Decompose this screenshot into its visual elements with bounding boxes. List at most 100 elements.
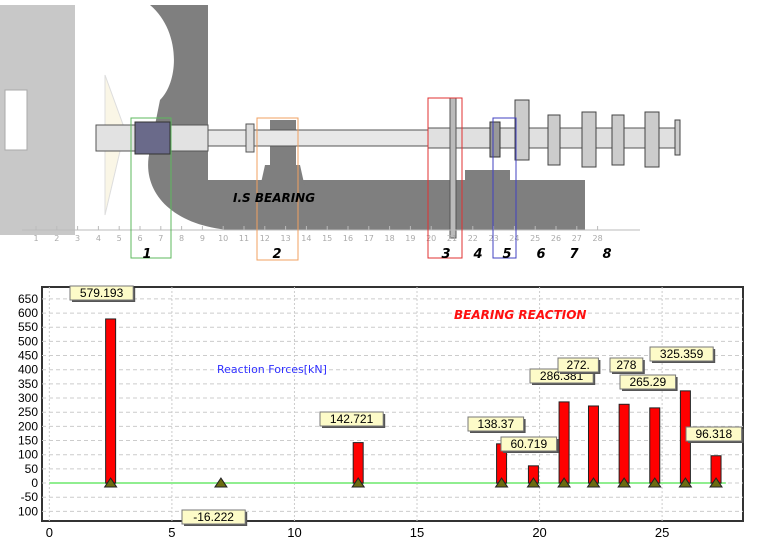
- crank-webs: [514, 99, 681, 168]
- data-label-text: 272.: [567, 358, 590, 372]
- ruler-tick-label: 10: [218, 234, 228, 243]
- ruler-tick-label: 21: [447, 234, 457, 243]
- support-marker: [647, 477, 662, 488]
- y-tick-label: 600: [18, 306, 38, 320]
- stern-tube-bearing: [134, 121, 171, 155]
- ruler-tick-label: 17: [364, 234, 374, 243]
- data-label-text: 96.318: [695, 427, 732, 441]
- plot-area: [41, 286, 744, 522]
- thrust-block: [465, 170, 510, 182]
- bearing-number-1: 1: [142, 247, 151, 262]
- ruler-tick-label: 7: [158, 234, 163, 243]
- y-tick-label: 400: [18, 363, 38, 377]
- ruler-tick-label: 14: [301, 234, 311, 243]
- ruler-tick-label: 12: [260, 234, 270, 243]
- ruler-tick-label: 3: [75, 234, 80, 243]
- coupling-flange: [245, 123, 255, 153]
- ruler-tick-label: 8: [179, 234, 184, 243]
- x-tick-label: 0: [46, 525, 53, 539]
- data-label-text: 278: [616, 358, 636, 372]
- bearing-reaction-chart: 650600550500450400350300250200150100500-…: [18, 285, 744, 539]
- bearing-box-5[interactable]: [492, 117, 517, 259]
- y-tick-label: 350: [18, 377, 38, 391]
- ruler-tick-label: 11: [239, 234, 249, 243]
- ruler-tick-label: 19: [405, 234, 415, 243]
- support-marker: [709, 477, 723, 488]
- ruler-tick-label: 16: [343, 234, 353, 243]
- ruler-tick-label: 2: [54, 234, 59, 243]
- y-tick-label: 200: [18, 419, 38, 433]
- bearing-box-3[interactable]: [427, 97, 463, 259]
- bearing-number-8: 8: [602, 247, 611, 262]
- y-tick-label: 150: [18, 434, 38, 448]
- ruler-tick-label: 15: [322, 234, 332, 243]
- support-marker: [557, 477, 572, 488]
- bearing-number-6: 6: [536, 247, 545, 262]
- x-tick-label: 5: [168, 525, 175, 539]
- data-label-text: 325.359: [660, 347, 704, 361]
- support-marker: [213, 477, 228, 488]
- ruler-tick-label: 23: [489, 234, 499, 243]
- bearing-box-1[interactable]: [130, 117, 172, 259]
- ruler-tick-label: 27: [572, 234, 582, 243]
- y-tick-label: 450: [18, 349, 38, 363]
- data-label: -16.222: [181, 509, 248, 526]
- data-label-text: 265.29: [629, 375, 666, 389]
- support-marker: [103, 477, 118, 488]
- y-tick-label: 250: [18, 405, 38, 419]
- y-tick-label: 650: [18, 292, 38, 306]
- data-label-text: -16.222: [193, 510, 234, 524]
- data-label: 96.318: [685, 426, 744, 443]
- y-tick-label: 100: [18, 448, 38, 462]
- bar: [352, 442, 364, 484]
- y-tick-label: 0: [31, 476, 38, 490]
- ruler-tick-label: 9: [200, 234, 205, 243]
- y-tick-label: 50: [25, 462, 39, 476]
- ruler-tick-label: 20: [426, 234, 436, 243]
- y-tick-label: 300: [18, 391, 38, 405]
- support-marker: [617, 477, 632, 488]
- data-label: 325.359: [649, 346, 716, 363]
- x-tick-label: 25: [655, 525, 669, 539]
- bar: [587, 405, 599, 484]
- chart-title: BEARING REACTION: [454, 308, 586, 322]
- bar: [649, 407, 661, 484]
- bearing-number-4: 4: [472, 247, 482, 262]
- x-tick-label: 10: [287, 525, 301, 539]
- data-label-text: 579.193: [80, 286, 124, 300]
- axis-ticks: 650600550500450400350300250200150100500-…: [18, 292, 669, 539]
- stern-aperture: [80, 5, 174, 230]
- bearing-number-5: 5: [502, 247, 511, 262]
- is-bearing-pedestal: [255, 165, 310, 210]
- bar: [105, 318, 117, 484]
- ruler-tick-label: 24: [509, 234, 519, 243]
- y-tick-label: 500: [18, 334, 38, 348]
- data-label-text: 142.721: [330, 412, 374, 426]
- bearing-box-2[interactable]: [256, 117, 299, 261]
- y-tick-label: -50: [21, 490, 39, 504]
- y-tick-label: 550: [18, 320, 38, 334]
- bars: [103, 318, 723, 488]
- data-label: 265.29: [619, 374, 678, 391]
- intermediate-shaft: [207, 129, 429, 147]
- hull-section: [75, 5, 585, 230]
- y-tick-label: 100: [18, 504, 38, 518]
- ruler-tick-label: 25: [530, 234, 540, 243]
- flywheel: [449, 97, 457, 239]
- support-marker: [351, 477, 366, 488]
- ruler-tick-label: 6: [137, 234, 142, 243]
- ruler-tick-label: 1: [33, 234, 38, 243]
- ruler-tick-label: 26: [551, 234, 561, 243]
- data-label-text: 60.719: [510, 437, 547, 451]
- bearing-number-7: 7: [569, 247, 579, 262]
- ruler-tick-label: 22: [468, 234, 478, 243]
- ruler-tick-label: 5: [117, 234, 122, 243]
- data-label: 60.719: [500, 436, 559, 453]
- rudder-box: [4, 89, 28, 151]
- support-marker: [678, 477, 693, 488]
- support-marker: [526, 477, 541, 488]
